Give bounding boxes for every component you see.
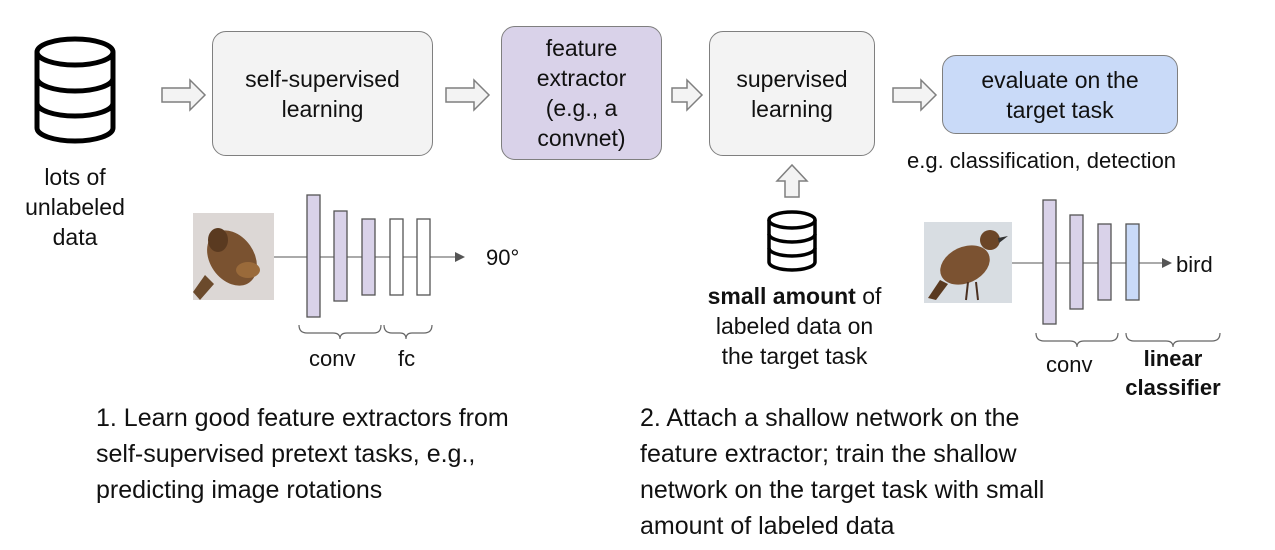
left-fc-layer-1 [389,218,404,296]
left-fc-brace [383,324,433,340]
left-conv-layer-2 [333,210,348,302]
supervised-learning-box: supervised learning [709,31,875,156]
ssl-line-1: self-supervised [245,65,400,92]
flow-arrow-1 [161,78,207,112]
up-arrow [775,163,809,198]
left-bird-image [193,213,274,300]
unlabeled-data-caption: lots of unlabeled data [10,162,140,252]
step2-line-2: feature extractor; train the shallow [640,440,1017,468]
left-output-label: 90° [486,245,520,270]
unlabeled-line-3: data [52,224,98,250]
self-supervised-learning-box: self-supervised learning [212,31,433,156]
fe-line-2: extractor [536,65,627,91]
unlabeled-line-2: unlabeled [25,194,125,220]
flow-arrow-4 [892,78,938,112]
sl-line-2: learning [751,95,833,122]
feature-extractor-box: feature extractor (e.g., a convnet) [501,26,662,160]
step2-line-4: amount of labeled data [640,512,895,540]
flow-arrow-3 [671,78,704,112]
left-conv-label: conv [309,346,356,371]
step2-line-3: network on the target task with small [640,476,1045,504]
labeled-of: of [855,283,882,309]
labeled-bold: small amount [707,283,856,309]
flow-arrow-2 [445,78,491,112]
right-bird-image [924,222,1012,303]
left-conv-brace [298,324,382,340]
right-classifier-label: linear classifier [1117,344,1229,402]
left-fc-label: fc [398,346,416,371]
labeled-database-icon [767,210,817,272]
ssl-line-2: learning [281,95,364,122]
left-conv-layer-1 [306,194,321,318]
right-classifier-brace [1125,332,1221,348]
labeled-data-caption: small amount of labeled data on the targ… [687,281,902,371]
eval-line-1: evaluate on the [981,66,1139,93]
evaluate-box: evaluate on the target task [942,55,1178,134]
unlabeled-database-icon [34,36,116,144]
right-output-label: bird [1176,252,1213,277]
left-fc-layer-2 [416,218,431,296]
right-conv-brace [1035,332,1119,348]
sl-line-1: supervised [736,65,848,92]
labeled-line-3: the target task [721,343,868,369]
step-1-description: 1. Learn good feature extractors from se… [96,400,509,508]
labeled-line-2: labeled data on [715,313,874,339]
step2-line-1: 2. Attach a shallow network on the [640,404,1020,432]
step1-line-3: predicting image rotations [96,476,383,504]
unlabeled-line-1: lots of [44,164,106,190]
fe-line-4: convnet) [537,125,626,151]
step1-line-2: self-supervised pretext tasks, e.g., [96,440,476,468]
right-net-arrowhead [1162,258,1172,268]
right-conv-layer-3 [1097,223,1112,301]
right-conv-label: conv [1046,352,1093,377]
evaluate-caption: e.g. classification, detection [907,148,1177,173]
left-net-arrowhead [455,252,465,262]
left-conv-layer-3 [361,218,376,296]
eval-line-2: target task [1006,96,1114,123]
right-classifier-layer [1125,223,1140,301]
fe-line-3: (e.g., a [545,95,618,121]
classifier-line-1: linear [1143,346,1203,371]
labeled-line-1: small amount of [687,281,902,311]
fe-line-1: feature [545,35,618,61]
right-conv-layer-2 [1069,214,1084,310]
right-conv-layer-1 [1042,199,1057,325]
step1-line-1: 1. Learn good feature extractors from [96,404,509,432]
step-2-description: 2. Attach a shallow network on the featu… [640,400,1044,544]
classifier-line-2: classifier [1125,375,1221,400]
